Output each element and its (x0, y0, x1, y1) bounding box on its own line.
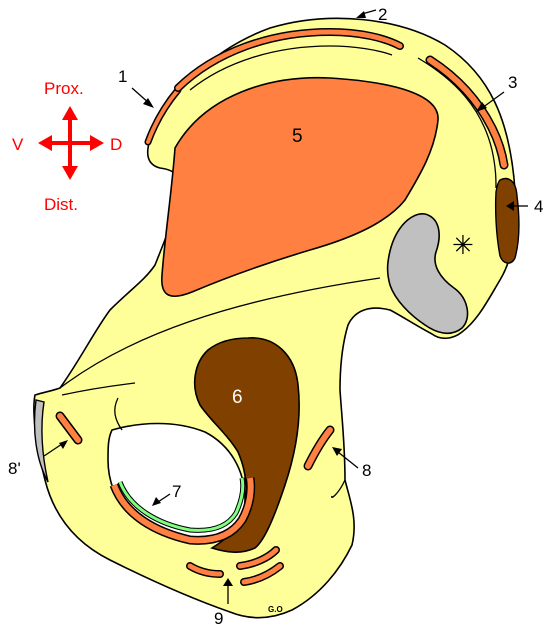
label-7: 7 (172, 482, 181, 501)
muscle-area-4 (496, 179, 519, 264)
compass-arrow-down (62, 166, 78, 180)
compass-arrow-right (90, 135, 104, 151)
label-2: 2 (378, 5, 387, 24)
label-4: 4 (534, 197, 543, 216)
compass-prox-label: Prox. (44, 79, 84, 98)
label-6: 6 (232, 387, 243, 408)
author-signature: G.O (268, 605, 283, 614)
compass-dorsal-label: D (110, 135, 122, 154)
compass-arrow-up (62, 106, 78, 120)
compass-ventral-label: V (12, 135, 24, 154)
label-8-prime: 8' (8, 459, 21, 478)
label-3: 3 (508, 73, 517, 92)
compass-dist-label: Dist. (44, 195, 78, 214)
label-9: 9 (214, 609, 223, 628)
label-8: 8 (362, 461, 371, 480)
label-1: 1 (118, 67, 127, 86)
label-5: 5 (292, 126, 303, 147)
compass-arrow-left (38, 135, 52, 151)
star-mark: ✳ (452, 231, 474, 261)
orientation-compass: Prox. Dist. V D (12, 79, 122, 214)
